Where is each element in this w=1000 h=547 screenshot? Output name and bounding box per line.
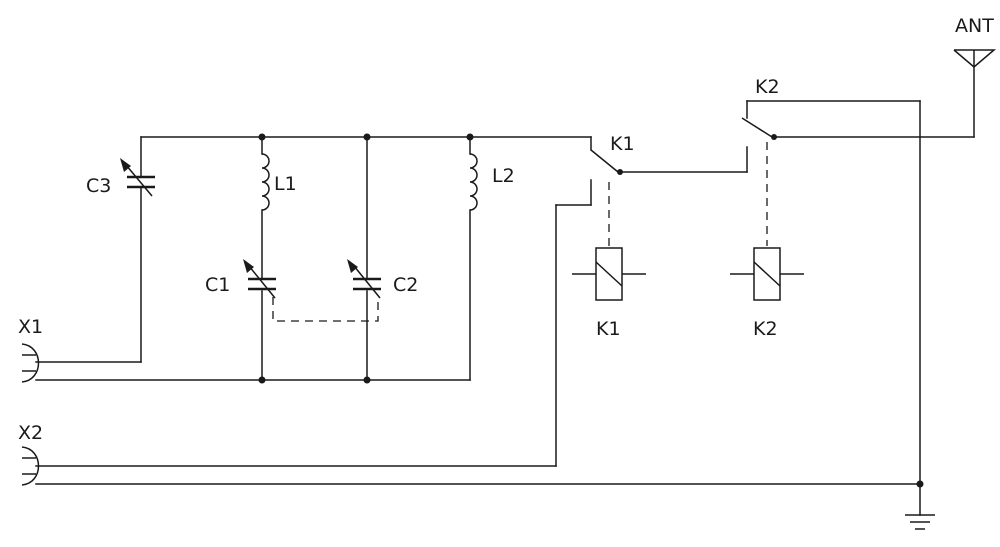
label-k2-contact: K2 [755, 76, 780, 98]
capacitor-c1 [243, 259, 276, 299]
label-x2: X2 [18, 422, 43, 444]
label-k1-coil: K1 [596, 318, 621, 340]
connector-x2 [21, 179, 921, 486]
relay-contact-k1 [590, 149, 748, 246]
antenna-symbol [953, 49, 997, 68]
capacitor-c2 [347, 259, 381, 299]
label-k2-coil: K2 [753, 318, 778, 340]
inductor-l1 [261, 153, 270, 211]
capacitor-c3 [120, 158, 155, 197]
relay-coil-k1 [572, 247, 646, 301]
connector-x1 [21, 343, 142, 383]
label-x1: X1 [18, 316, 43, 338]
ground-symbol [905, 514, 935, 530]
inductor-l2 [469, 153, 478, 211]
relay-coil-k2 [730, 247, 804, 301]
label-l1: L1 [274, 173, 297, 195]
label-antenna: ANT [955, 15, 994, 37]
relay-contact-k2 [741, 66, 975, 516]
label-c3: C3 [86, 175, 111, 197]
label-c1: C1 [205, 274, 230, 296]
c1-c2-gang-link [272, 297, 379, 322]
label-l2: L2 [492, 165, 515, 187]
label-k1-contact: K1 [610, 133, 635, 155]
label-c2: C2 [393, 274, 418, 296]
junction-dots [258, 133, 924, 488]
